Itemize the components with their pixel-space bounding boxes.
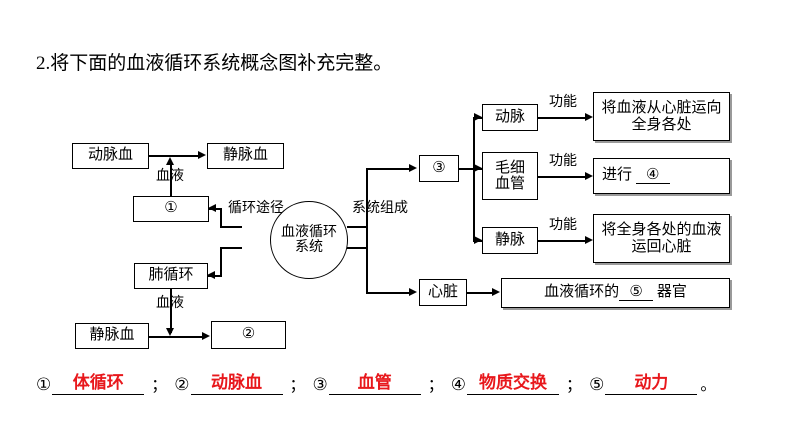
answer-separator-2: ； — [289, 377, 306, 394]
arrowhead-pathway-to-blank1 — [208, 204, 216, 212]
capillary-function-text: 进行 ④ — [602, 167, 670, 185]
node-capillary: 毛细血管 — [482, 152, 538, 200]
answer-blank-5[interactable]: 动力 — [605, 368, 698, 395]
node-blank-2: ② — [211, 321, 286, 349]
arrowhead-splitter-to-vein — [474, 236, 482, 244]
page-title: 2.将下面的血液循环系统概念图补充完整。 — [36, 53, 393, 74]
arrowhead-venous-to-blank2 — [202, 332, 210, 340]
label-blood-top: 血液 — [156, 169, 184, 184]
answer-item-1: ① 体循环 — [36, 368, 145, 395]
answer-item-3: ③ 血管 — [313, 368, 421, 395]
connector-pulmonary-down — [170, 289, 172, 333]
answer-blank-4[interactable]: 物质交换 — [467, 368, 560, 395]
label-function-artery: 功能 — [549, 95, 577, 110]
connector-blank3-out — [459, 168, 475, 170]
label-function-capillary: 功能 — [549, 154, 577, 169]
connector-pathway-vertical-lower — [220, 248, 222, 276]
answer-row: ① 体循环 ； ② 动脉血 ； ③ 血管 ； ④ 物质交换 ； ⑤ 动力 。 — [36, 368, 716, 395]
arrowhead-trunk-to-blank3 — [409, 164, 417, 172]
capillary-function-blank: ④ — [635, 167, 670, 185]
label-blood-bottom: 血液 — [156, 296, 184, 311]
node-heart: 心脏 — [419, 279, 467, 306]
connector-circle-to-composition-lower — [347, 247, 368, 249]
answer-number-4: ④ — [450, 375, 467, 394]
label-circulation-pathway: 循环途径 — [228, 201, 284, 216]
connector-arterial-to-venous — [149, 155, 199, 157]
arrowhead-arterial-to-venous — [198, 151, 206, 159]
node-artery: 动脉 — [482, 104, 538, 131]
arrowhead-splitter-to-capillary — [474, 164, 482, 172]
connector-pathway-stub-lower — [220, 247, 242, 249]
node-venous-blood-bottom: 静脉血 — [75, 323, 149, 349]
arrowhead-splitter-to-artery — [474, 113, 482, 121]
arrowhead-pulmonary-down — [166, 328, 174, 336]
connector-vein-function — [538, 240, 586, 242]
node-blank-3: ③ — [419, 155, 459, 182]
arrowhead-blank1-up — [166, 157, 174, 165]
answer-item-5: ⑤ 动力 — [589, 368, 698, 395]
connector-blank1-to-top-line — [170, 163, 172, 197]
node-blank-1: ① — [133, 196, 209, 222]
label-function-vein: 功能 — [549, 218, 577, 233]
answer-separator-4: ； — [566, 377, 583, 394]
answer-blank-2[interactable]: 动脉血 — [190, 368, 283, 395]
connector-pathway-to-pulmonary — [208, 275, 222, 277]
node-venous-blood-top: 静脉血 — [207, 143, 284, 169]
answer-number-1: ① — [36, 375, 52, 394]
box-capillary-function: 进行 ④ — [593, 158, 730, 194]
answer-separator-3: ； — [427, 377, 444, 394]
arrowhead-pathway-to-pulmonary — [207, 271, 215, 279]
node-arterial-blood-top: 动脉血 — [72, 143, 149, 169]
connector-artery-function — [538, 117, 586, 119]
connector-pathway-stub-upper — [220, 226, 242, 228]
answer-blank-3[interactable]: 血管 — [328, 368, 421, 395]
node-center-circulatory-system: 血液循环系统 — [270, 201, 348, 279]
connector-vessel-splitter — [473, 117, 475, 241]
connector-heart-function — [467, 292, 493, 294]
node-vein: 静脉 — [482, 227, 538, 254]
label-system-composition: 系统组成 — [352, 201, 408, 216]
connector-composition-trunk — [366, 168, 368, 293]
answer-item-4: ④ 物质交换 — [450, 368, 560, 395]
arrowhead-heart-function — [492, 288, 500, 296]
arrowhead-artery-function — [585, 113, 593, 121]
answer-terminator: 。 — [700, 377, 717, 394]
connector-pathway-vertical-upper — [220, 208, 222, 228]
box-vein-function: 将全身各处的血液运回心脏 — [593, 214, 730, 263]
heart-function-blank: ⑤ — [619, 284, 654, 302]
connector-circle-to-composition-upper — [347, 226, 368, 228]
connector-capillary-function — [538, 176, 586, 178]
answer-number-2: ② — [174, 375, 190, 394]
answer-number-5: ⑤ — [589, 375, 605, 394]
answer-item-2: ② 动脉血 — [174, 368, 283, 395]
arrowhead-capillary-function — [585, 172, 593, 180]
answer-number-3: ③ — [312, 375, 328, 394]
arrowhead-vein-function — [585, 236, 593, 244]
arrowhead-trunk-to-heart — [409, 288, 417, 296]
answer-blank-1[interactable]: 体循环 — [52, 368, 145, 395]
answer-separator-1: ； — [151, 377, 168, 394]
node-pulmonary-circulation: 肺循环 — [134, 263, 208, 289]
connector-venous-to-blank2 — [149, 336, 203, 338]
connector-trunk-to-blank3 — [366, 168, 410, 170]
connector-trunk-to-heart — [366, 292, 410, 294]
box-artery-function: 将血液从心脏运向全身各处 — [593, 92, 730, 141]
